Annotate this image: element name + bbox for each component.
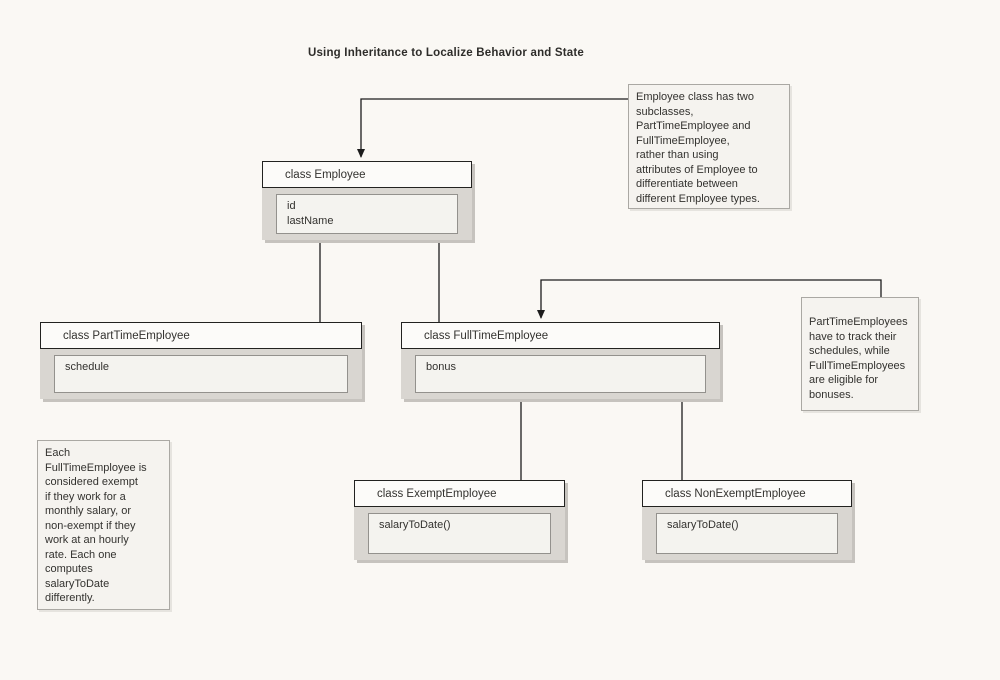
class-exemptemployee-attributes: salaryToDate() (368, 513, 551, 554)
class-parttimeemployee-body: schedule (40, 349, 362, 399)
class-employee-body: id lastName (262, 188, 472, 240)
class-nonexemptemployee-body: salaryToDate() (642, 507, 852, 560)
class-exemptemployee-body: salaryToDate() (354, 507, 565, 560)
class-box-nonexemptemployee: class NonExemptEmployee salaryToDate() (642, 480, 852, 560)
note-employee-subclasses: Employee class has two subclasses, PartT… (628, 84, 790, 209)
class-parttimeemployee-attributes: schedule (54, 355, 348, 393)
class-nonexemptemployee-title: class NonExemptEmployee (642, 480, 852, 507)
class-box-exemptemployee: class ExemptEmployee salaryToDate() (354, 480, 565, 560)
class-parttimeemployee-title: class PartTimeEmployee (40, 322, 362, 349)
class-employee-attributes: id lastName (276, 194, 458, 234)
class-nonexemptemployee-attributes: salaryToDate() (656, 513, 838, 554)
class-box-fulltimeemployee: class FullTimeEmployee bonus (401, 322, 720, 399)
class-employee-title: class Employee (262, 161, 472, 188)
diagram-title: Using Inheritance to Localize Behavior a… (307, 47, 585, 59)
connector-note-to-fulltime (537, 279, 882, 319)
class-exemptemployee-title: class ExemptEmployee (354, 480, 565, 507)
class-fulltimeemployee-body: bonus (401, 349, 720, 399)
note-schedules-bonuses: PartTimeEmployees have to track their sc… (801, 297, 919, 411)
class-box-employee: class Employee id lastName (262, 161, 472, 240)
note-exempt-nonexempt: Each FullTimeEmployee is considered exem… (37, 440, 170, 610)
class-box-parttimeemployee: class PartTimeEmployee schedule (40, 322, 362, 399)
class-fulltimeemployee-attributes: bonus (415, 355, 706, 393)
connector-note-to-employee (357, 98, 628, 158)
class-fulltimeemployee-title: class FullTimeEmployee (401, 322, 720, 349)
